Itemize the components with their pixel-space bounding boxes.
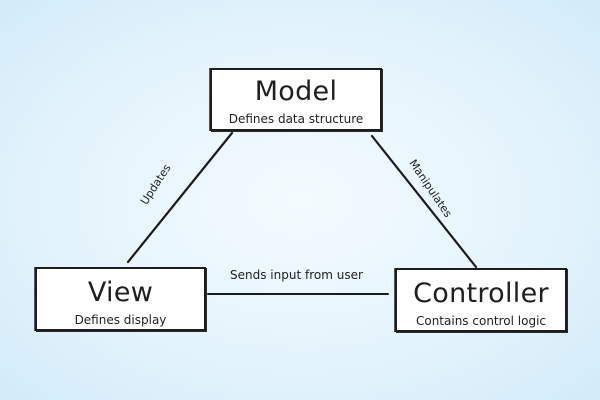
controller-box: Controller Contains control logic [395,268,567,332]
edge-model-controller [370,134,478,269]
edge-model-view [126,131,234,264]
model-subtitle: Defines data structure [228,112,364,126]
model-box: Model Defines data structure [210,68,382,131]
view-title: View [87,277,154,308]
controller-title: Controller [413,278,549,309]
view-box: View Defines display [35,267,206,331]
view-subtitle: Defines display [74,313,167,327]
model-title: Model [254,76,338,107]
controller-subtitle: Contains control logic [415,314,547,328]
edge-label-sends-input: Sends input from user [230,268,363,282]
